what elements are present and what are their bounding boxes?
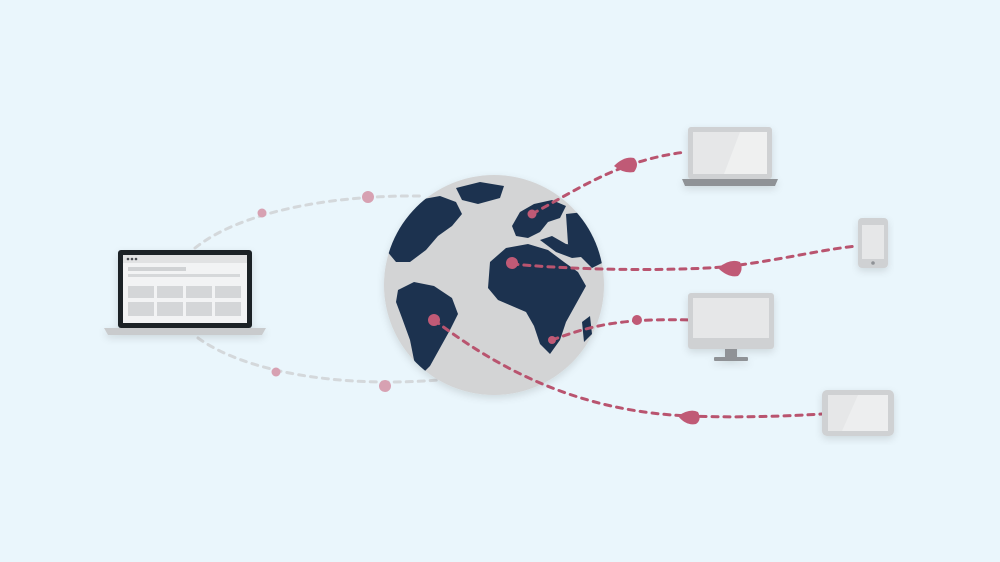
link-origin-dot (506, 257, 518, 269)
link-droplet (718, 260, 742, 277)
link-droplet (614, 157, 637, 173)
link-droplet (678, 410, 700, 425)
smartphone-icon (858, 218, 888, 268)
link-origin-dot (428, 314, 440, 326)
link-globe-tablet (432, 318, 824, 419)
source-link-dot (379, 380, 391, 392)
source-link-dot (271, 367, 281, 377)
link-origin-dot (548, 336, 556, 344)
link-origin-dot (527, 209, 537, 219)
link-globe-laptop (530, 150, 688, 216)
source-link-dot (362, 191, 374, 203)
laptop-browser-icon (104, 250, 266, 335)
globe-icon (384, 175, 604, 395)
tablet-icon (822, 390, 894, 436)
target-links (428, 150, 860, 425)
source-links (193, 191, 440, 392)
source-link-upper (193, 194, 422, 250)
laptop-icon (682, 127, 778, 186)
link-droplet (632, 315, 642, 325)
source-link-lower (196, 336, 440, 384)
source-link-dot (257, 208, 267, 218)
link-globe-monitor (550, 318, 692, 342)
desktop-monitor-icon (688, 293, 774, 361)
